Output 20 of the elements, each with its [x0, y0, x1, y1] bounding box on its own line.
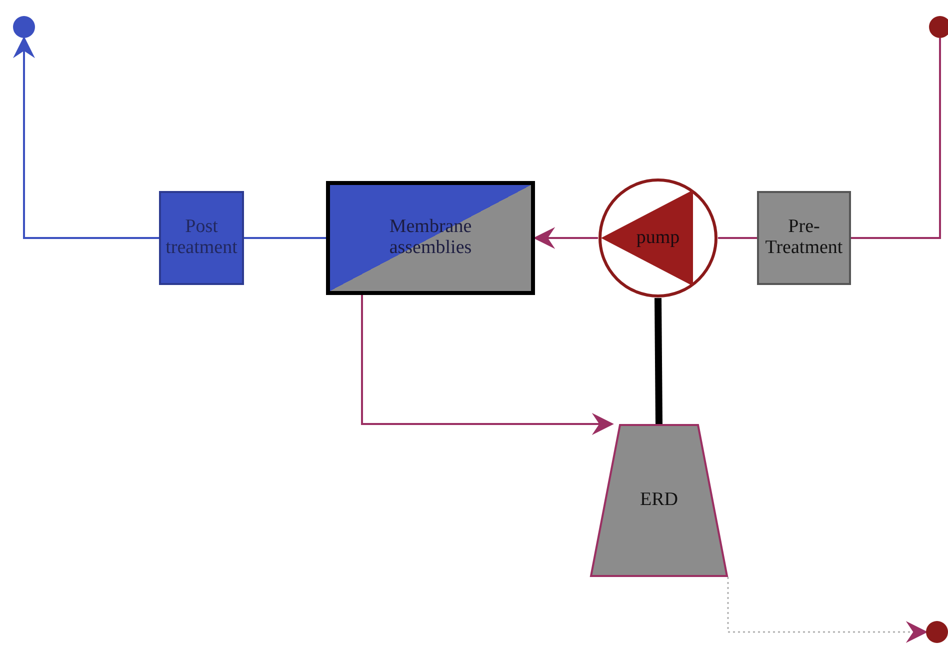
process-box — [159, 191, 244, 285]
arrow — [361, 295, 614, 435]
erd-trapezoid — [590, 424, 728, 577]
outlet-dot — [926, 621, 948, 643]
pump-symbol — [598, 178, 718, 298]
outlet-dot — [13, 16, 35, 38]
connector-line — [718, 237, 757, 239]
node-label: Pre-Treatment — [764, 217, 844, 259]
membrane-box — [326, 181, 535, 295]
arrow — [533, 227, 598, 249]
inlet-dot — [929, 16, 948, 38]
arrow — [13, 36, 159, 239]
node-label: ERD — [640, 490, 678, 511]
process-box — [757, 191, 851, 285]
connector-line — [244, 237, 326, 239]
arrow — [727, 577, 928, 643]
connector-line — [851, 38, 941, 239]
node-label: Post treatment — [164, 217, 238, 259]
connector-line — [654, 298, 662, 424]
node-label: pump — [636, 228, 680, 248]
